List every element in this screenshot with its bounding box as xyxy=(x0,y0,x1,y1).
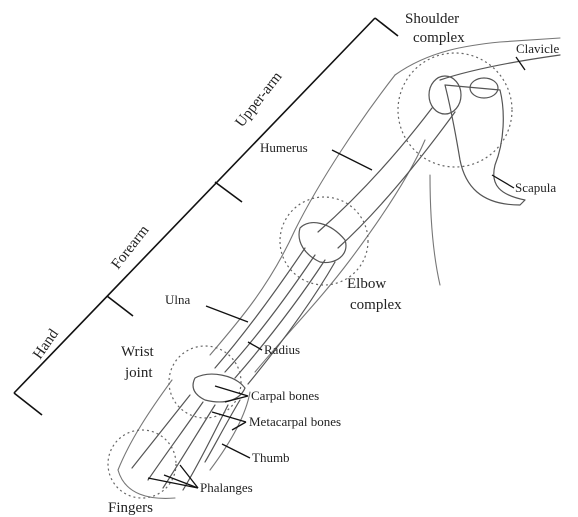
wrist-label-line1: Wrist xyxy=(121,344,155,360)
segment-label-forearm: Forearm xyxy=(109,222,153,272)
segment-scale-bar xyxy=(14,18,398,415)
elbow-label-line1: Elbow xyxy=(347,276,386,292)
radius-edge-a xyxy=(235,260,325,378)
humerus-shaft-upper xyxy=(318,108,432,232)
elbow-region-circle xyxy=(280,197,368,285)
ulna-leader xyxy=(206,306,248,322)
metacarpal-leader-1 xyxy=(212,412,246,422)
radius-label: Radius xyxy=(264,342,300,357)
scale-bar-tick-hand-forearm xyxy=(107,296,133,316)
humerus-bone xyxy=(299,76,461,263)
scale-bar-tick-forearm-upperarm xyxy=(215,182,242,202)
clavicle-label: Clavicle xyxy=(516,41,560,56)
fingers-label: Fingers xyxy=(108,500,153,516)
radius-edge-b xyxy=(248,262,335,384)
humeral-head xyxy=(429,76,461,114)
metacarpal-1 xyxy=(132,395,190,468)
phalanges-label: Phalanges xyxy=(200,480,253,495)
hand-outline-right xyxy=(210,392,250,470)
thumb-label: Thumb xyxy=(252,450,290,465)
thumb-leader xyxy=(222,444,250,458)
clavicle-leader xyxy=(516,57,525,70)
shoulder-label-line1: Shoulder xyxy=(405,11,459,27)
hand-outline-left xyxy=(118,380,175,498)
fingers-region-circle xyxy=(108,430,176,498)
shoulder-label-line2: complex xyxy=(413,30,465,46)
scale-bar-main xyxy=(14,18,375,393)
ulna-label: Ulna xyxy=(165,292,191,307)
carpal-bones-label: Carpal bones xyxy=(251,388,319,403)
torso-outline xyxy=(430,175,440,285)
segment-label-hand: Hand xyxy=(30,326,62,362)
scapula-label: Scapula xyxy=(515,180,556,195)
phalanges-leader-3 xyxy=(148,478,198,488)
elbow-label-line2: complex xyxy=(350,297,402,313)
humerus-shaft-lower xyxy=(338,112,455,248)
wrist-label-line2: joint xyxy=(124,365,153,381)
scale-bar-end-tick xyxy=(14,393,42,415)
metacarpal-bones-label: Metacarpal bones xyxy=(249,414,341,429)
arm-lower-outline xyxy=(255,140,425,372)
humerus-label: Humerus xyxy=(260,140,308,155)
humerus-leader xyxy=(332,150,372,170)
scale-bar-top-tick xyxy=(375,18,398,36)
carpal-leader-2 xyxy=(225,396,248,402)
segment-label-upper-arm: Upper-arm xyxy=(233,69,286,131)
clavicle-bone xyxy=(440,55,560,80)
radius-leader xyxy=(248,342,262,350)
